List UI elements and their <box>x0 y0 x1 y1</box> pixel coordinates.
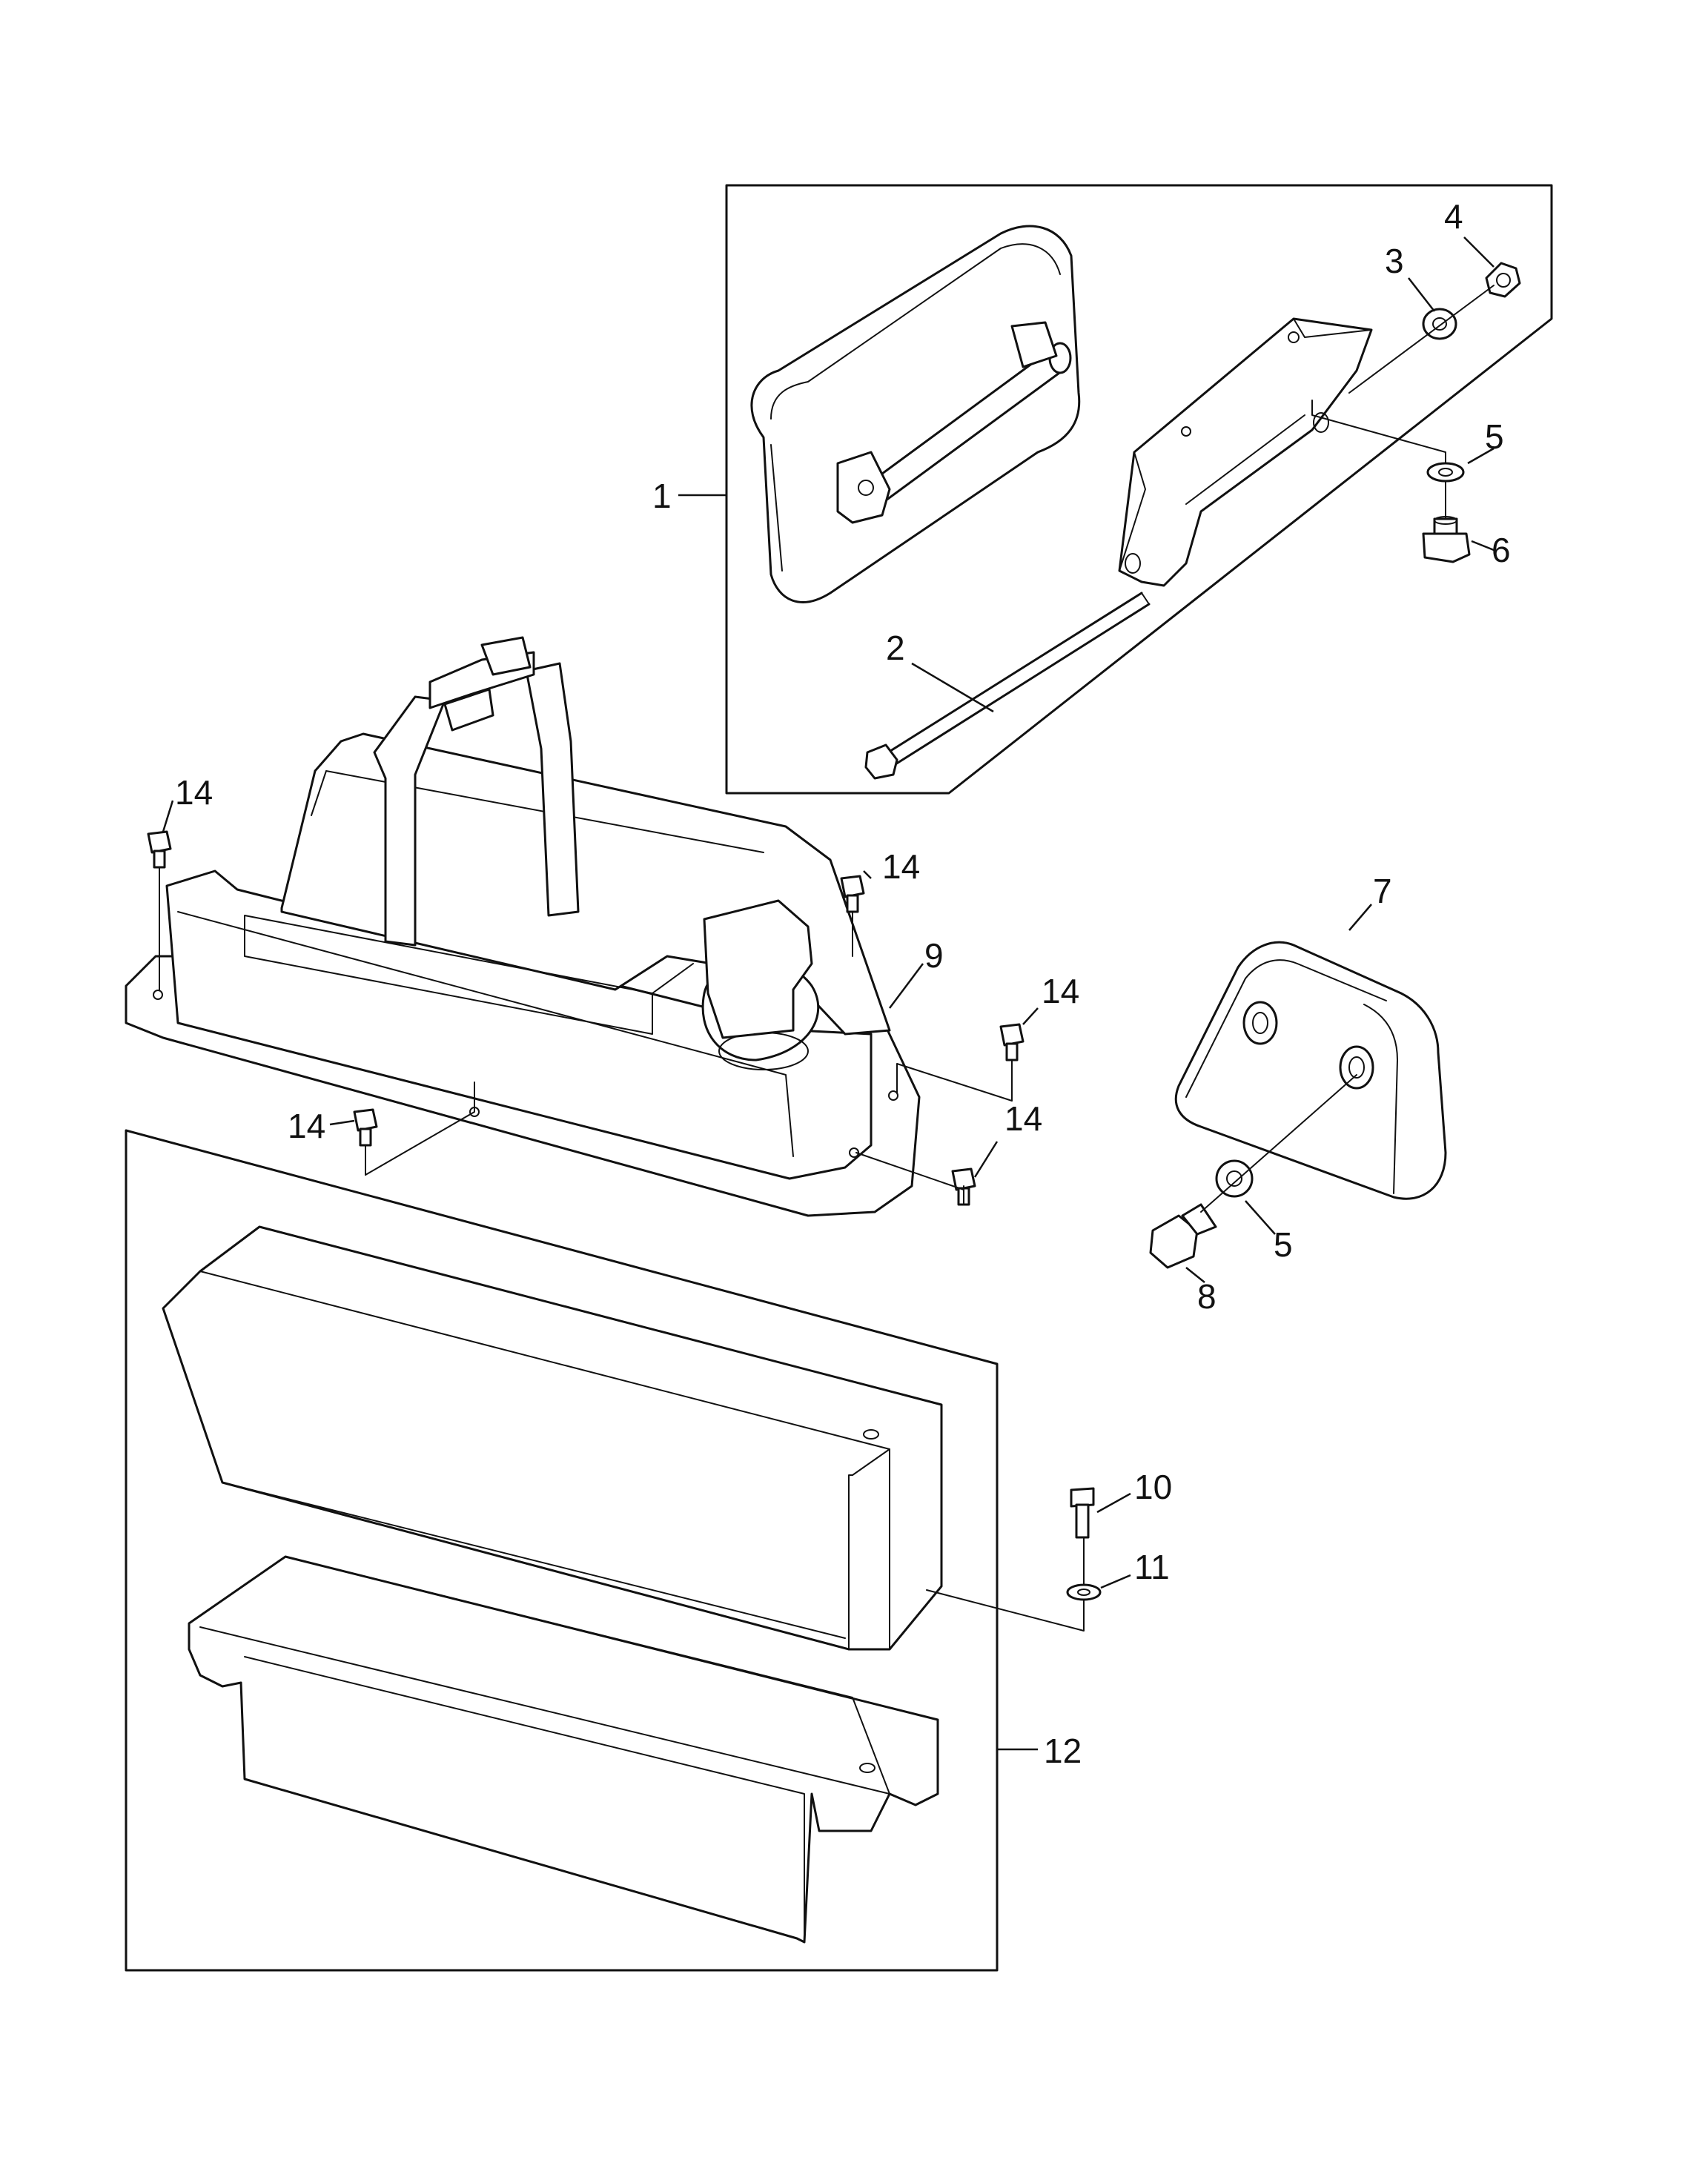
leader-lines <box>162 236 1494 1751</box>
washer-axis <box>1311 400 1446 464</box>
callout-6: 6 <box>1492 531 1511 569</box>
long-bolt <box>864 592 1151 780</box>
callout-4: 4 <box>1444 197 1463 236</box>
screw-14-bottom-left <box>353 1082 475 1176</box>
screw-14-right-upper <box>896 1023 1025 1102</box>
callout-14-bottom-right: 14 <box>1004 1099 1042 1138</box>
callout-5-lower: 5 <box>1274 1225 1293 1264</box>
callout-2: 2 <box>886 629 905 667</box>
bolt-6 <box>1422 516 1471 563</box>
seat-cushion-pad <box>750 225 1081 603</box>
callout-10: 10 <box>1134 1468 1172 1506</box>
bolt-10 <box>1070 1487 1095 1539</box>
callout-14-bottom-left: 14 <box>288 1107 325 1145</box>
mounting-bracket <box>1118 317 1373 587</box>
washer-11 <box>1066 1583 1102 1601</box>
callout-labels: 1 2 3 4 5 6 7 5 8 9 10 11 12 14 14 14 14… <box>175 197 1511 1770</box>
callout-12: 12 <box>1044 1732 1082 1770</box>
group-1-frame <box>725 184 1553 795</box>
callout-11: 11 <box>1134 1548 1170 1586</box>
bracket-nut-axis <box>1348 285 1494 394</box>
bin-cover <box>162 1225 943 1651</box>
screw-14-left <box>147 830 172 990</box>
bolt-8-axis <box>1200 1074 1357 1213</box>
callout-7: 7 <box>1373 872 1392 910</box>
callout-14-right: 14 <box>1042 972 1079 1010</box>
washer-11-axis <box>926 1589 1085 1632</box>
callout-14-center: 14 <box>882 847 920 886</box>
bin-tray <box>188 1555 939 1944</box>
callout-5-upper: 5 <box>1485 417 1504 456</box>
nut-4 <box>1485 262 1521 298</box>
callout-9: 9 <box>924 936 944 975</box>
bolt-8 <box>1149 1203 1217 1269</box>
callout-8: 8 <box>1197 1277 1217 1316</box>
callout-1: 1 <box>652 477 672 515</box>
washer-5-lower <box>1215 1159 1254 1198</box>
screw-14-center <box>840 875 865 957</box>
screw-14-bottom-right <box>855 1152 976 1206</box>
callout-3: 3 <box>1385 242 1404 280</box>
side-pad-7 <box>1174 941 1447 1200</box>
washer-5-upper <box>1426 462 1465 483</box>
group-12-frame <box>125 1129 999 1972</box>
callout-14-left: 14 <box>175 773 213 812</box>
storage-tray <box>125 636 921 1217</box>
